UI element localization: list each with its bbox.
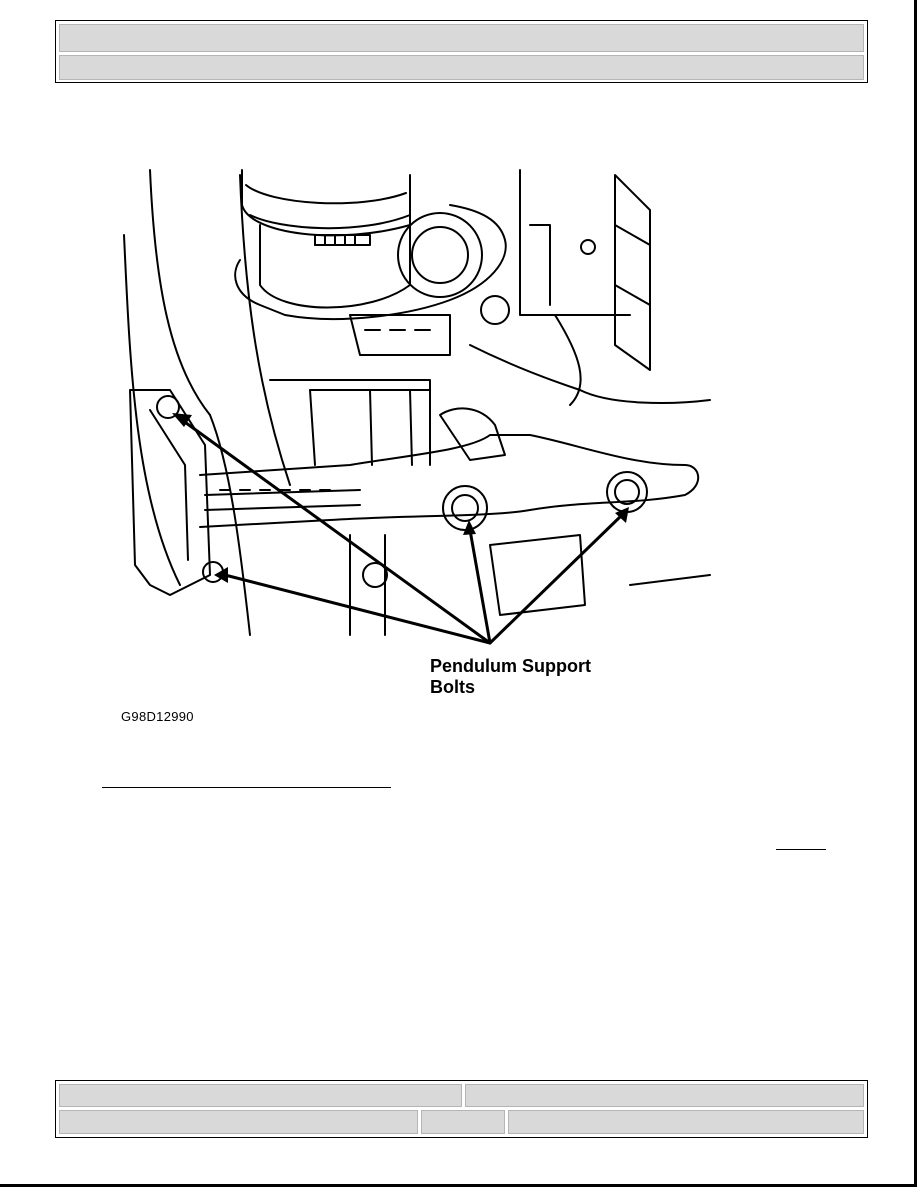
footer-middle-bottom: [421, 1110, 505, 1134]
footer-right-bottom: [508, 1110, 864, 1134]
header-title-row: [59, 24, 864, 52]
footer-right-top: [465, 1084, 864, 1107]
section-divider: [102, 787, 391, 788]
link-underline: [776, 849, 826, 850]
footer-left-bottom: [59, 1110, 418, 1134]
footer-left-top: [59, 1084, 462, 1107]
header-table: [55, 20, 868, 83]
figure-id: G98D12990: [121, 709, 194, 724]
pendulum-support-bolts-callout: Pendulum Support Bolts: [430, 656, 591, 697]
header-subtitle-row: [59, 55, 864, 80]
pendulum-support-illustration: [110, 165, 720, 685]
footer-table: [55, 1080, 868, 1138]
